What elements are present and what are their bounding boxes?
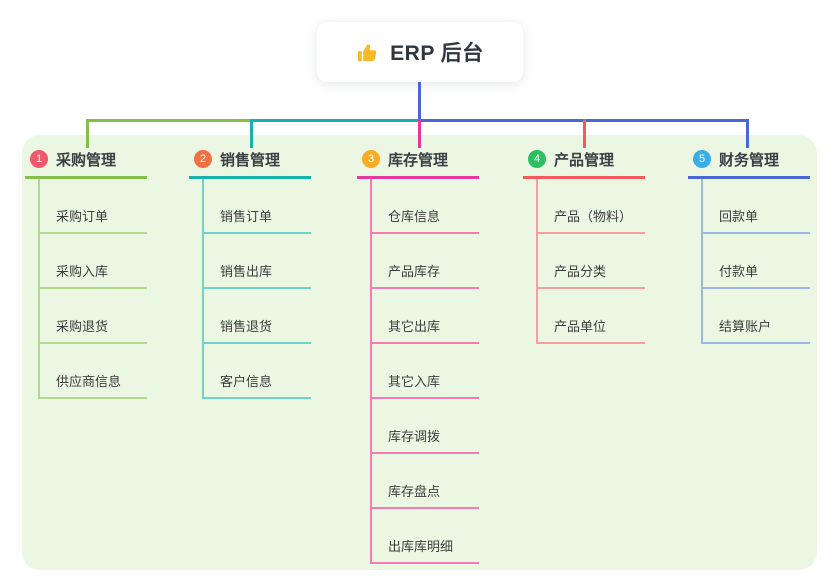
node-product-category[interactable]: 产品分类 <box>538 234 645 289</box>
node-product-unit[interactable]: 产品单位 <box>538 289 645 344</box>
node-label: 付款单 <box>703 261 810 289</box>
branch-title: 产品管理 <box>554 151 615 169</box>
branch-product-children: 产品（物料） 产品分类 产品单位 <box>536 179 645 344</box>
node-purchase-return[interactable]: 采购退货 <box>40 289 147 344</box>
branch-title: 销售管理 <box>220 151 281 169</box>
node-customer-info[interactable]: 客户信息 <box>204 344 311 399</box>
branch-purchase: 1 采购管理 采购订单 采购入库 采购退货 供应商信息 <box>25 148 147 399</box>
node-product-material[interactable]: 产品（物料） <box>538 179 645 234</box>
node-label: 其它出库 <box>372 316 479 344</box>
branch-purchase-header[interactable]: 1 采购管理 <box>25 148 147 179</box>
node-label: 销售出库 <box>204 261 311 289</box>
connector-bus-mid <box>250 119 420 122</box>
branch-inventory-header[interactable]: 3 库存管理 <box>357 148 479 179</box>
branch-sales-header[interactable]: 2 销售管理 <box>189 148 311 179</box>
root-node-label: ERP 后台 <box>390 42 484 65</box>
node-other-outbound[interactable]: 其它出库 <box>372 289 479 344</box>
node-label: 回款单 <box>703 206 810 234</box>
node-label: 采购订单 <box>40 206 147 234</box>
node-other-inbound[interactable]: 其它入库 <box>372 344 479 399</box>
node-label: 仓库信息 <box>372 206 479 234</box>
node-sales-order[interactable]: 销售订单 <box>204 179 311 234</box>
connector-drop-finance <box>746 119 749 148</box>
node-label: 库存盘点 <box>372 481 479 509</box>
node-settlement-account[interactable]: 结算账户 <box>703 289 810 344</box>
node-label: 采购退货 <box>40 316 147 344</box>
node-receipt-order[interactable]: 回款单 <box>703 179 810 234</box>
branch-title: 采购管理 <box>56 151 117 169</box>
branch-product-header[interactable]: 4 产品管理 <box>523 148 645 179</box>
connector-drop-product <box>583 119 586 148</box>
branch-number-badge: 4 <box>528 150 546 168</box>
branch-title: 库存管理 <box>388 151 449 169</box>
branch-number-badge: 5 <box>693 150 711 168</box>
node-label: 销售订单 <box>204 206 311 234</box>
connector-drop-sales <box>250 119 253 148</box>
node-outbound-detail[interactable]: 出库库明细 <box>372 509 479 564</box>
node-product-stock[interactable]: 产品库存 <box>372 234 479 289</box>
root-node-erp[interactable]: ERP 后台 <box>317 22 523 82</box>
branch-finance-children: 回款单 付款单 结算账户 <box>701 179 810 344</box>
node-label: 销售退货 <box>204 316 311 344</box>
node-label: 库存调拨 <box>372 426 479 454</box>
branch-product: 4 产品管理 产品（物料） 产品分类 产品单位 <box>523 148 645 344</box>
node-sales-outbound[interactable]: 销售出库 <box>204 234 311 289</box>
branch-finance-header[interactable]: 5 财务管理 <box>688 148 810 179</box>
node-label: 产品（物料） <box>538 206 645 234</box>
branch-purchase-children: 采购订单 采购入库 采购退货 供应商信息 <box>38 179 147 399</box>
node-purchase-inbound[interactable]: 采购入库 <box>40 234 147 289</box>
node-sales-return[interactable]: 销售退货 <box>204 289 311 344</box>
branch-inventory-children: 仓库信息 产品库存 其它出库 其它入库 库存调拨 库存盘点 出库库明细 <box>370 179 479 564</box>
node-label: 出库库明细 <box>372 536 479 564</box>
node-label: 产品单位 <box>538 316 645 344</box>
node-label: 采购入库 <box>40 261 147 289</box>
branch-inventory: 3 库存管理 仓库信息 产品库存 其它出库 其它入库 库存调拨 库存盘点 出库库… <box>357 148 479 564</box>
node-supplier-info[interactable]: 供应商信息 <box>40 344 147 399</box>
branch-sales: 2 销售管理 销售订单 销售出库 销售退货 客户信息 <box>189 148 311 399</box>
node-stock-transfer[interactable]: 库存调拨 <box>372 399 479 454</box>
node-stock-check[interactable]: 库存盘点 <box>372 454 479 509</box>
node-warehouse-info[interactable]: 仓库信息 <box>372 179 479 234</box>
node-label: 产品库存 <box>372 261 479 289</box>
node-label: 结算账户 <box>703 316 810 344</box>
connector-root-stem <box>418 82 421 122</box>
node-label: 供应商信息 <box>40 371 147 399</box>
connector-drop-purchase <box>86 119 89 148</box>
node-label: 其它入库 <box>372 371 479 399</box>
branches-background-panel <box>22 135 817 570</box>
node-payment-order[interactable]: 付款单 <box>703 234 810 289</box>
branch-finance: 5 财务管理 回款单 付款单 结算账户 <box>688 148 810 344</box>
branch-number-badge: 2 <box>194 150 212 168</box>
thumbs-up-icon <box>356 41 379 64</box>
branch-number-badge: 1 <box>30 150 48 168</box>
node-purchase-order[interactable]: 采购订单 <box>40 179 147 234</box>
branch-sales-children: 销售订单 销售出库 销售退货 客户信息 <box>202 179 311 399</box>
node-label: 产品分类 <box>538 261 645 289</box>
connector-drop-inventory <box>418 119 421 148</box>
connector-bus-left <box>86 119 252 122</box>
branch-number-badge: 3 <box>362 150 380 168</box>
branch-title: 财务管理 <box>719 151 780 169</box>
node-label: 客户信息 <box>204 371 311 399</box>
